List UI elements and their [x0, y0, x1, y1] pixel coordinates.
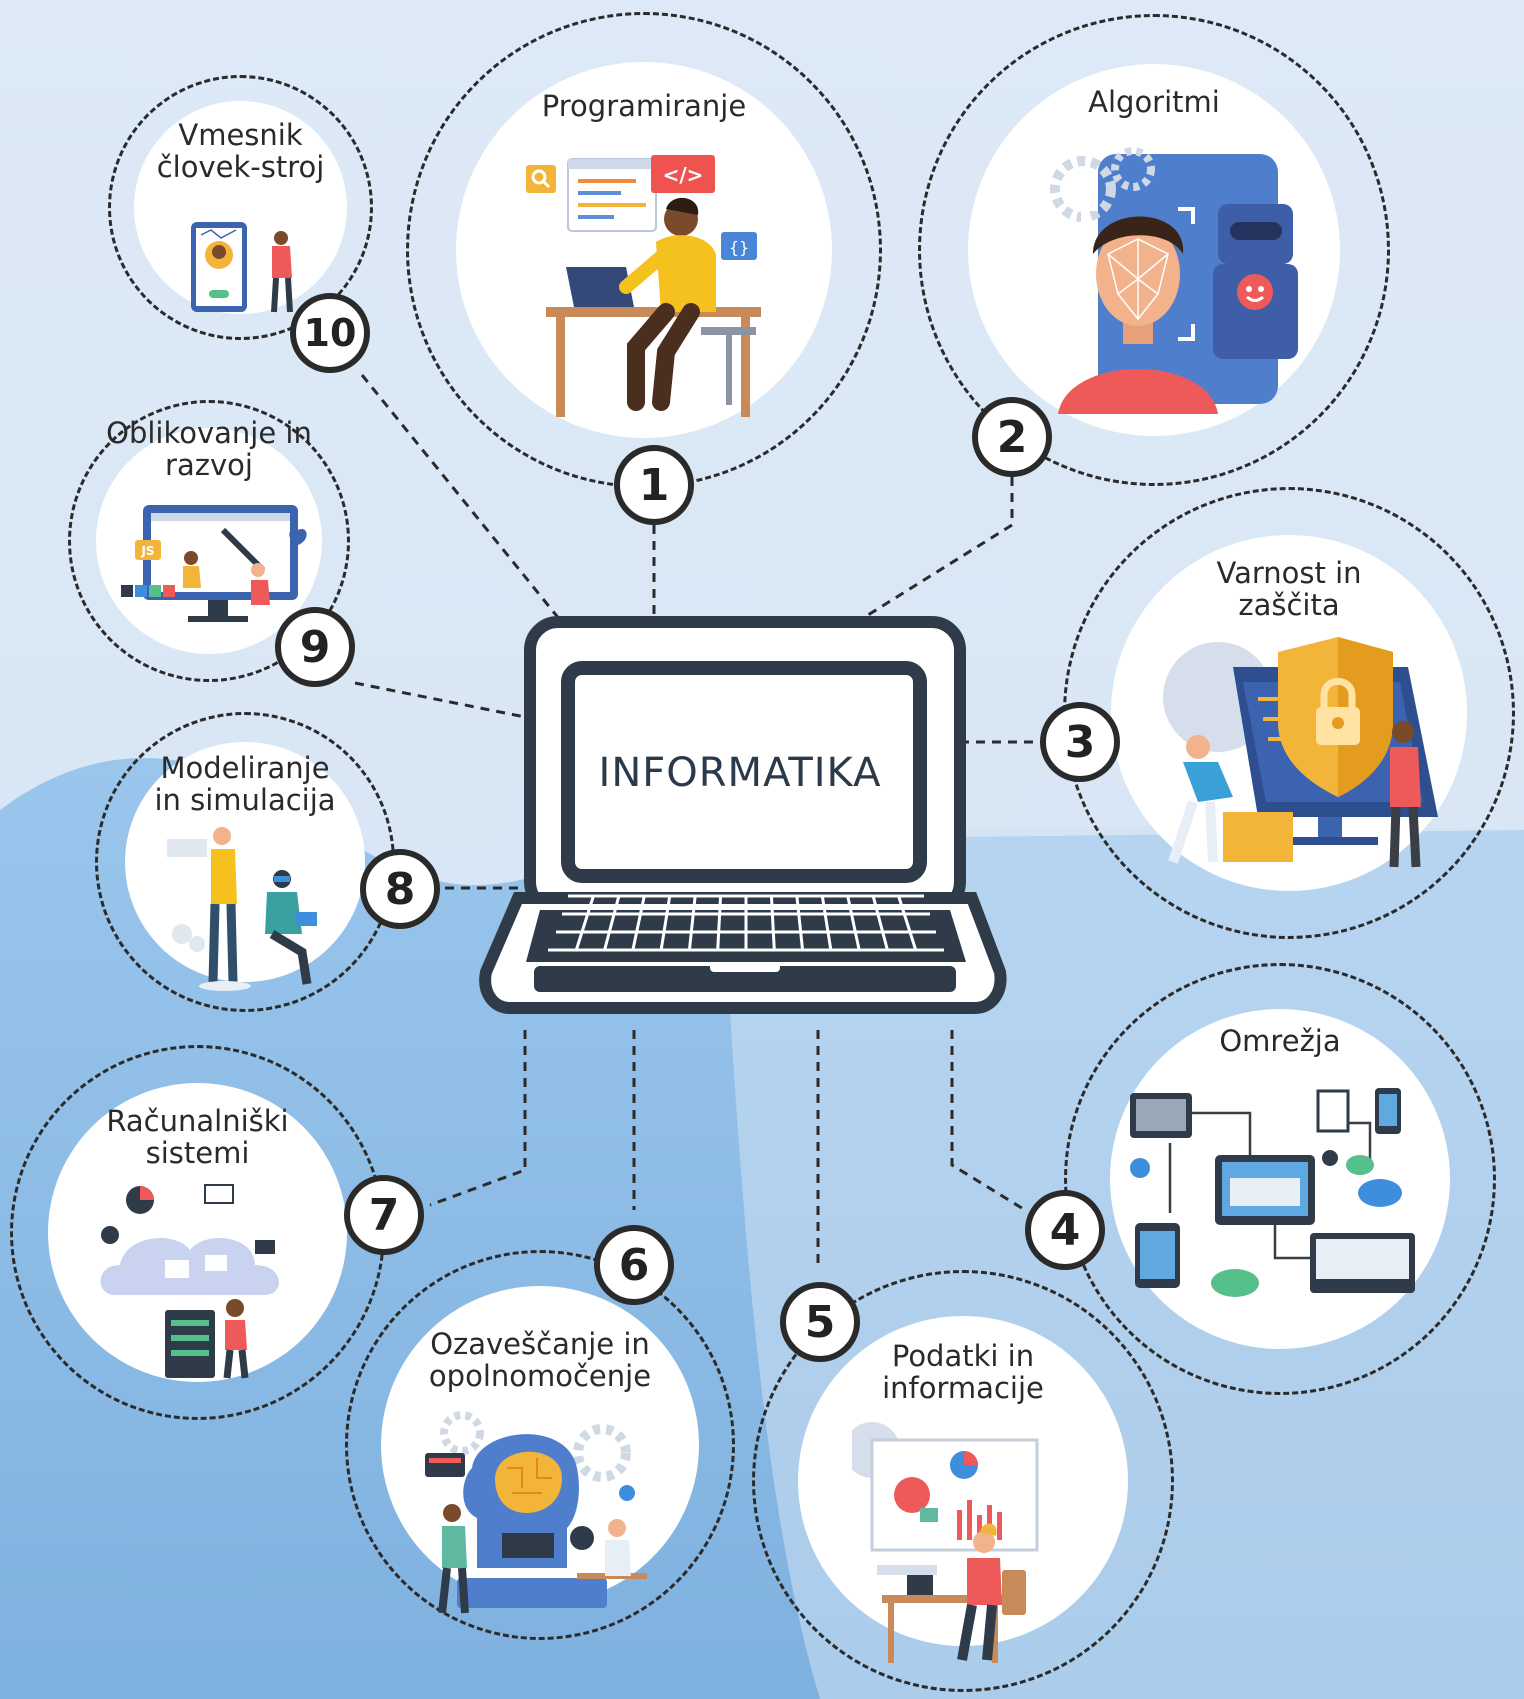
topic-label: Ozaveščanje in opolnomočenje [428, 1327, 652, 1394]
face-recognition-robot-icon [1050, 147, 1298, 414]
vr-simulation-icon [167, 827, 317, 991]
number-badge: 8 [360, 849, 440, 929]
topic-label: Omrežja [1219, 1024, 1341, 1058]
topic-label: Podatki in informacije [882, 1339, 1044, 1406]
number-badge: 2 [972, 397, 1052, 477]
svg-text:{}: {} [729, 238, 749, 257]
svg-text:</>: </> [663, 163, 704, 187]
security-shield-lock-icon [1163, 637, 1438, 868]
topic-label: Varnost in zaščita [1216, 556, 1362, 623]
svg-text:JS: JS [140, 544, 154, 558]
programmer-at-desk-icon: </> {} [526, 155, 761, 417]
topic-modeliranje-in-simulacija[interactable]: Modeliranje in simulacija [95, 712, 395, 1012]
mobile-interface-icon [191, 222, 293, 313]
topic-label: Modeliranje in simulacija [154, 751, 336, 818]
brain-head-gears-icon [425, 1411, 647, 1614]
topic-varnost-in-zascita[interactable]: Varnost in zaščita [1063, 487, 1515, 939]
number-badge: 7 [344, 1175, 424, 1255]
web-design-monitor-icon: JS [121, 505, 307, 622]
number-badge: 4 [1025, 1190, 1105, 1270]
number-badge: 3 [1040, 702, 1120, 782]
topic-label: Oblikovanje in razvoj [106, 416, 312, 483]
topic-algoritmi[interactable]: Algoritmi [918, 14, 1390, 486]
topic-label: Algoritmi [1088, 85, 1220, 119]
topic-oblikovanje-in-razvoj[interactable]: Oblikovanje in razvoj JS [68, 400, 350, 682]
cloud-servers-icon [100, 1184, 279, 1379]
topic-vmesnik-clovek-stroj[interactable]: Vmesnik človek-stroj [108, 75, 373, 340]
topic-label: Programiranje [541, 89, 747, 123]
number-badge: 1 [614, 445, 694, 525]
data-charts-presentation-icon [852, 1422, 1039, 1663]
number-badge: 10 [290, 293, 370, 373]
topic-podatki-in-informacije[interactable]: Podatki in informacije [752, 1270, 1174, 1692]
number-badge: 6 [594, 1225, 674, 1305]
topic-ozavescanje-in-opolnomocenje[interactable]: Ozaveščanje in opolnomočenje [345, 1250, 735, 1640]
topic-label: Vmesnik človek-stroj [156, 118, 325, 185]
topic-label: Računalniški sistemi [106, 1104, 289, 1171]
topic-programiranje[interactable]: Programiranje </> {} [406, 12, 882, 488]
number-badge: 5 [780, 1282, 860, 1362]
topic-omrezja[interactable]: Omrežja [1064, 963, 1496, 1395]
number-badge: 9 [275, 607, 355, 687]
center-label: INFORMATIKA [598, 750, 882, 796]
network-devices-icon [1130, 1088, 1415, 1297]
topic-racunalniski-sistemi[interactable]: Računalniški sistemi [10, 1045, 385, 1420]
